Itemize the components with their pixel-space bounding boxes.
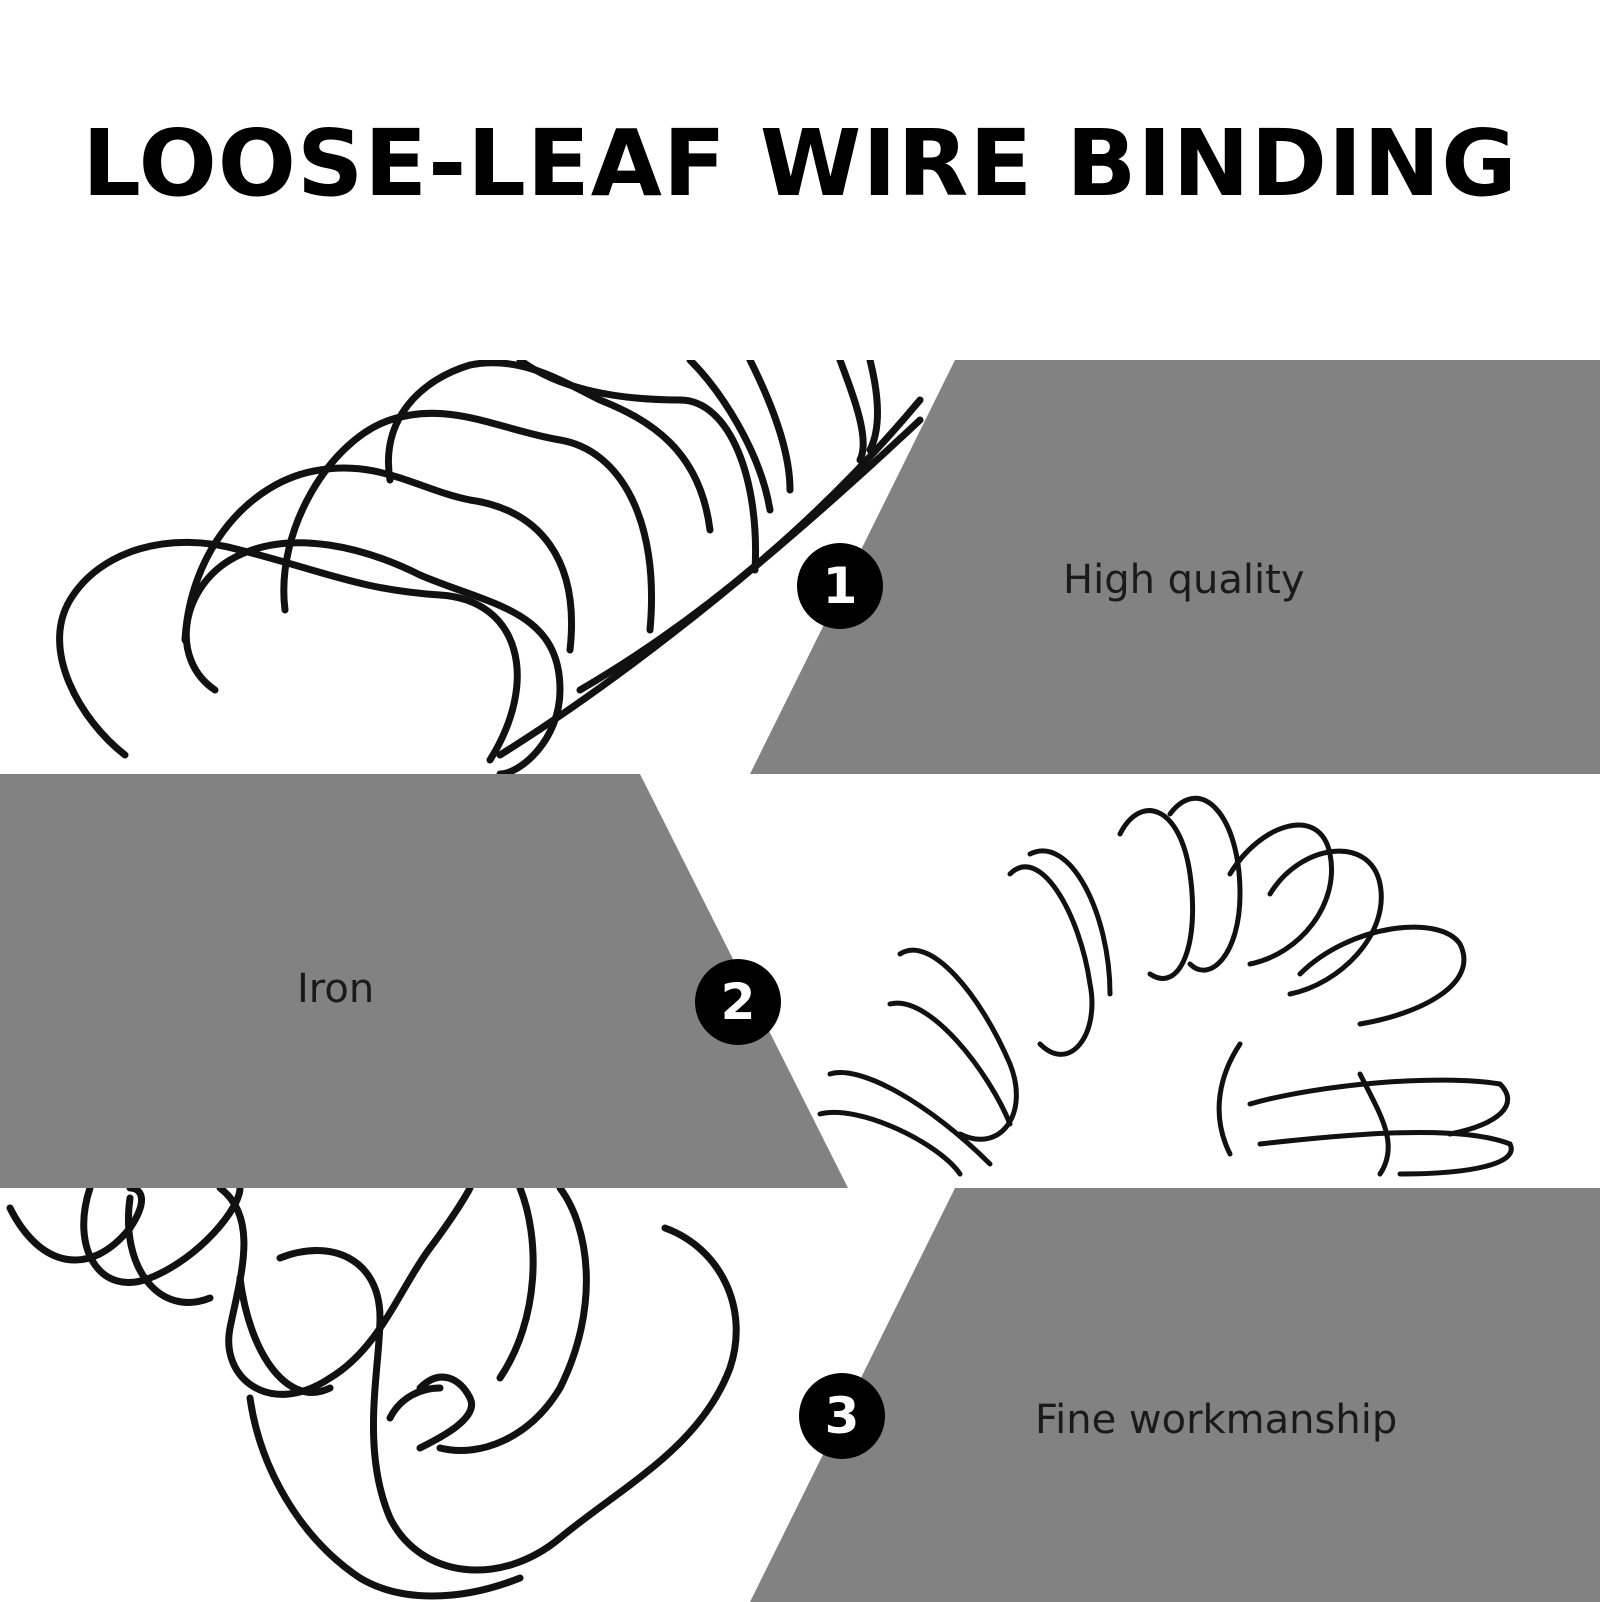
feature-number-badge-3: 3 <box>799 1373 885 1459</box>
wire-coil-closeup-image <box>56 360 1600 774</box>
feature-band-3: 3 Fine workmanship <box>0 1188 1600 1602</box>
feature-number-badge-2: 2 <box>695 959 781 1045</box>
wire-coil-arc-image <box>0 774 1514 1188</box>
feature-label-2: Iron <box>297 966 375 1012</box>
feature-label-3: Fine workmanship <box>1035 1397 1398 1443</box>
feature-band-2: 2 Iron <box>0 774 1600 1188</box>
page-title: LOOSE-LEAF WIRE BINDING <box>82 110 1518 217</box>
feature-number-badge-1: 1 <box>797 543 883 629</box>
wire-coil-loops-image <box>6 1188 1600 1602</box>
feature-label-1: High quality <box>1063 557 1305 603</box>
feature-band-1: 1 High quality <box>0 360 1600 774</box>
